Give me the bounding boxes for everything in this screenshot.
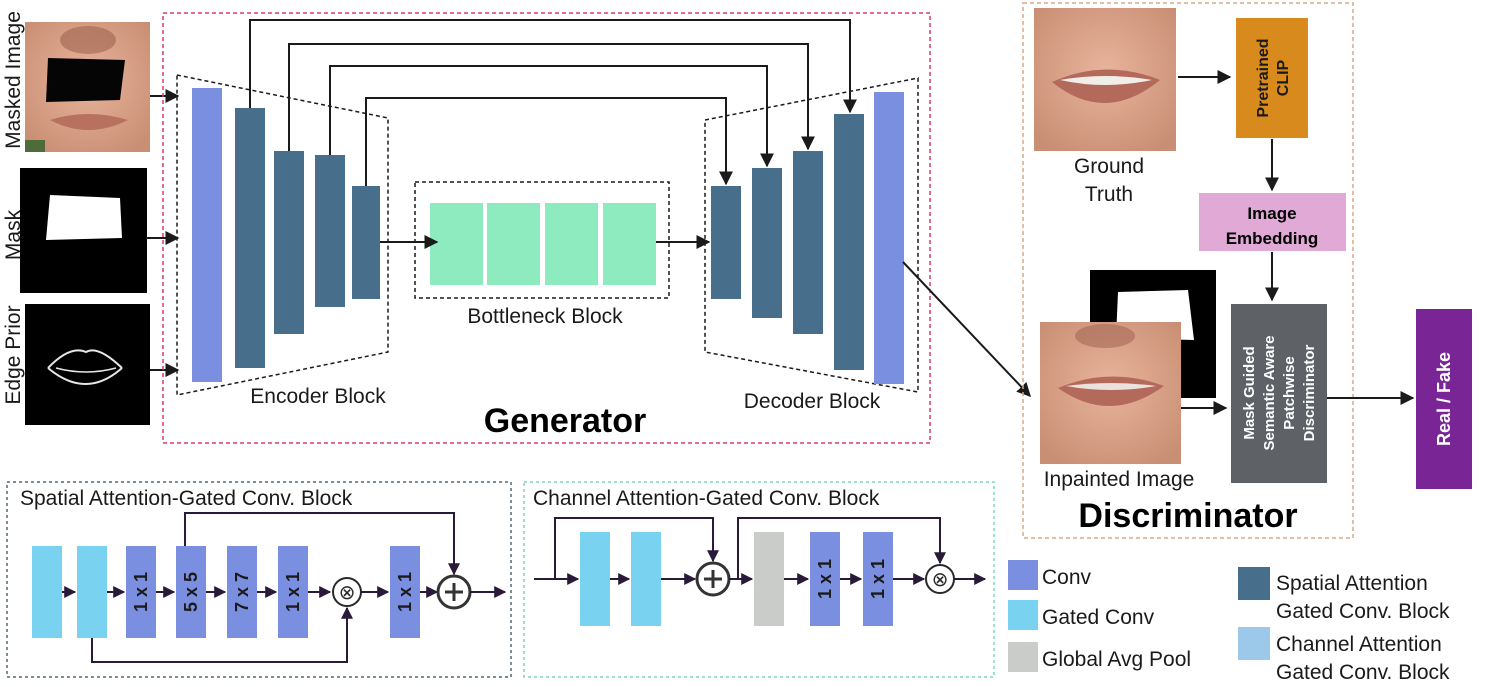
svg-text:⊗: ⊗ [339,580,356,604]
bottleneck-unit [545,203,598,285]
bottleneck-unit [487,203,540,285]
decoder-block-1 [711,186,741,299]
svg-text:⊗: ⊗ [932,567,949,591]
spatial-conv-1x1-b [278,546,308,638]
channel-conv-1x1-a [810,532,840,626]
image-embedding-box [1199,193,1346,251]
legend-gated-conv-label: Gated Conv [1042,606,1155,629]
encoder-outline [176,74,389,396]
legend-conv-swatch [1008,560,1038,590]
decoder-label: Decoder Block [744,390,881,413]
channel-kernel-label: 1 x 1 [868,559,888,599]
disc-label-line4: Discriminator [1301,344,1318,441]
legend-spatial-swatch [1238,567,1270,600]
legend-spatial-label-line2: Gated Conv. Block [1276,600,1450,623]
encoder-block-4 [352,186,380,299]
clip-label-line2: CLIP [1275,59,1292,96]
bottleneck-unit [603,203,656,285]
channel-attention-block: Channel Attention-Gated Conv. Block 1 x … [523,481,995,678]
spatial-kernel-label: 1 x 1 [131,572,151,612]
mask-thumbnail [20,168,147,293]
masked-image-label: Masked Image [2,11,25,149]
spatial-conv-5x5 [176,546,206,638]
legend-spatial-label-line1: Spatial Attention [1276,572,1428,595]
channel-global-avg-pool [754,532,784,626]
decoder-block-3 [793,151,823,334]
spatial-kernel-label: 7 x 7 [232,572,252,612]
embedding-label-line1: Image [1247,204,1296,223]
embedding-label-line2: Embedding [1226,229,1319,248]
ground-truth-image [1034,8,1176,151]
discriminator: Ground Truth Pretrained CLIP Image Embed… [1022,2,1472,539]
encoder-block-2 [274,151,304,334]
masked-image-thumbnail [25,22,150,152]
generator-border [162,12,931,444]
patchwise-discriminator-box [1231,304,1327,483]
clip-label-line1: Pretrained [1255,38,1272,117]
discriminator-border [1022,2,1354,539]
legend-channel-label-line1: Channel Attention [1276,633,1442,656]
decoder-block-4 [834,114,864,370]
spatial-conv-7x7 [227,546,257,638]
edge-prior-thumbnail [25,304,150,425]
skip-connections [249,19,857,186]
channel-block-border [523,481,995,678]
channel-conv-1x1-b [863,532,893,626]
edge-prior-label: Edge Prior [2,305,25,404]
bottleneck-unit [430,203,483,285]
spatial-conv-1x1-a [126,546,156,638]
disc-label-line2: Semantic Aware [1261,335,1278,450]
decoder-block-2 [752,168,782,318]
spatial-gated-conv-1 [32,546,62,638]
inpainted-image-label: Inpainted Image [1044,468,1195,491]
spatial-attention-block: Spatial Attention-Gated Conv. Block 1 x … [6,481,512,678]
generator: Encoder Block Bottleneck Block Decoder B… [162,12,1031,444]
decoder-conv-layer [874,92,904,384]
generator-title: Generator [484,402,647,440]
encoder-conv-layer [192,88,222,382]
disc-label-line3: Patchwise [1281,356,1298,429]
channel-gated-conv-1 [580,532,610,626]
spatial-kernel-label: 5 x 5 [181,572,201,612]
mask-label: Mask [2,209,25,260]
input-images: Masked Image Mask Edge Prior [2,11,180,425]
encoder-block-1 [235,108,265,368]
spatial-kernel-label: 1 x 1 [395,572,415,612]
legend-channel-swatch [1238,627,1270,660]
disc-label-line1: Mask Guided [1241,346,1258,439]
bottleneck-outline [414,181,670,299]
encoder-block-3 [315,155,345,307]
channel-gated-conv-2 [631,532,661,626]
legend: Conv Gated Conv Global Avg Pool Spatial … [1008,560,1450,684]
legend-gap-label: Global Avg Pool [1042,648,1191,671]
pretrained-clip-box [1236,18,1308,138]
spatial-block-border [6,481,512,678]
legend-gap-swatch [1008,642,1038,672]
real-fake-output-box [1416,309,1472,489]
real-fake-label: Real / Fake [1434,352,1454,446]
discriminator-title: Discriminator [1078,497,1297,535]
ground-truth-label-line2: Truth [1085,183,1133,206]
spatial-gated-conv-2 [77,546,107,638]
spatial-conv-1x1-c [390,546,420,638]
spatial-kernel-label: 1 x 1 [283,572,303,612]
legend-conv-label: Conv [1042,566,1092,589]
spatial-block-title: Spatial Attention-Gated Conv. Block [20,487,353,510]
bottleneck-label: Bottleneck Block [467,305,623,328]
ground-truth-label-line1: Ground [1074,155,1144,178]
channel-block-title: Channel Attention-Gated Conv. Block [533,487,880,510]
channel-kernel-label: 1 x 1 [815,559,835,599]
legend-channel-label-line2: Gated Conv. Block [1276,661,1450,684]
inpainted-image [1040,270,1216,464]
encoder-label: Encoder Block [250,385,386,408]
legend-gated-conv-swatch [1008,600,1038,630]
